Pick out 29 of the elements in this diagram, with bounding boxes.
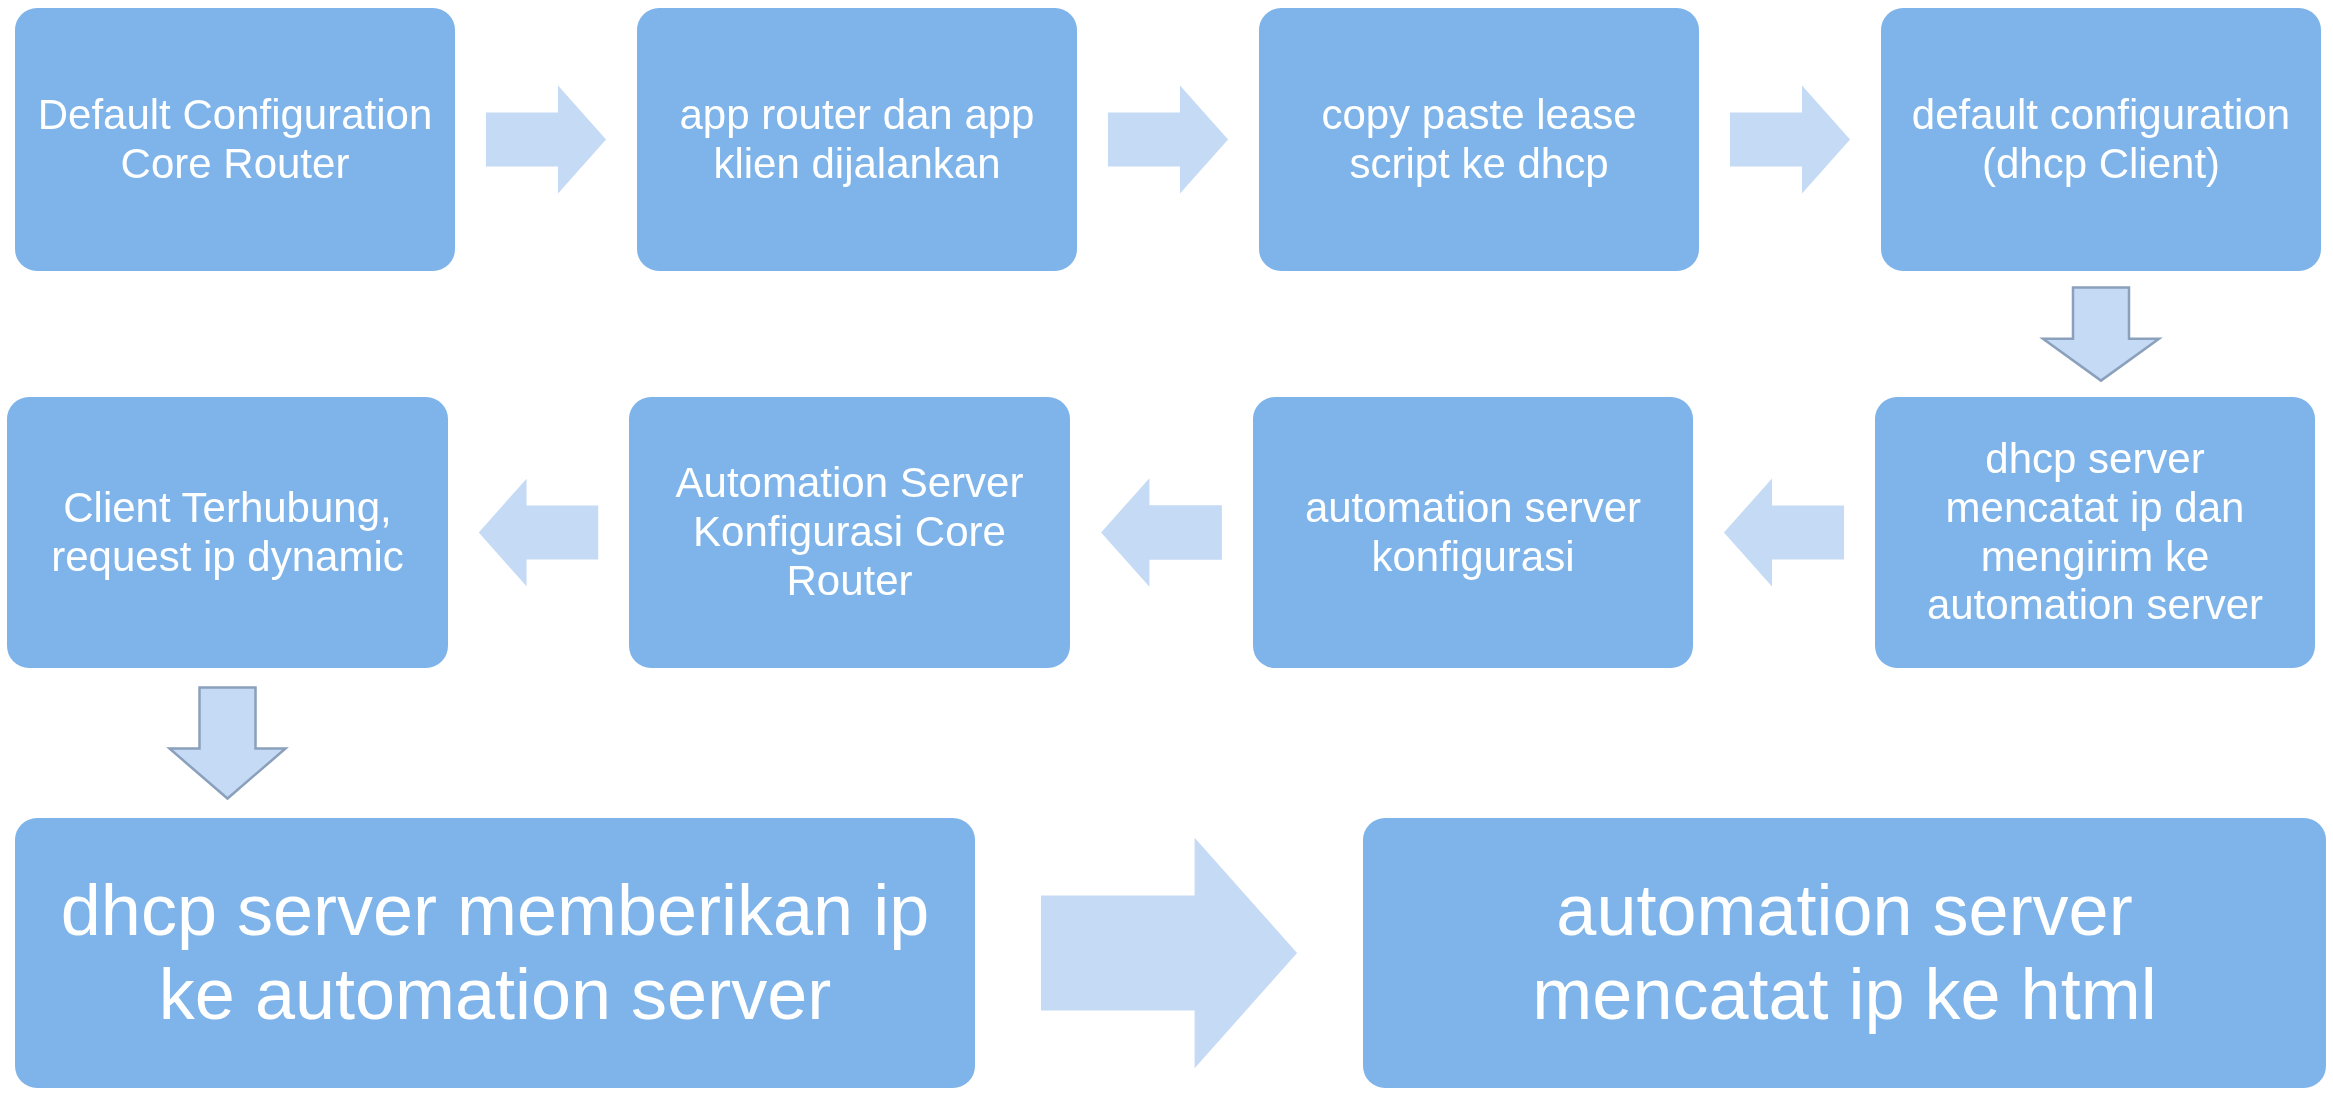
block-arrow — [2039, 286, 2163, 383]
box-text: copy paste lease script ke dhcp — [1320, 90, 1638, 189]
box-text: dhcp server memberikan ip ke automation server — [59, 869, 931, 1036]
block-arrow — [166, 686, 289, 801]
box-text: automation server konfigurasi — [1303, 483, 1643, 582]
process-box — [629, 397, 1070, 668]
box-text: Client Terhubung, request ip dynamic — [50, 483, 405, 582]
block-arrow — [478, 478, 599, 587]
process-box — [1253, 397, 1693, 668]
block-arrow — [485, 85, 607, 194]
box-text: Automation Server Konfigurasi Core Router — [674, 459, 1025, 606]
block-arrow — [1723, 478, 1845, 587]
process-box — [15, 818, 975, 1088]
process-box — [15, 8, 455, 271]
block-arrow — [1729, 85, 1851, 194]
box-text: dhcp server mencatat ip dan mengirim ke automation server — [1925, 435, 2265, 630]
box-text: default configuration (dhcp Client) — [1910, 90, 2292, 189]
block-arrow — [1107, 85, 1229, 194]
process-box — [1875, 397, 2315, 668]
process-box — [1259, 8, 1699, 271]
box-text: automation server mencatat ip ke html — [1531, 869, 2158, 1036]
process-box — [1363, 818, 2326, 1088]
block-arrow — [1040, 837, 1298, 1069]
box-text: app router dan app klien dijalankan — [678, 90, 1036, 189]
box-text: Default Configuration Core Router — [37, 90, 433, 189]
process-box — [7, 397, 448, 668]
process-box — [637, 8, 1077, 271]
process-box — [1881, 8, 2321, 271]
block-arrow — [1101, 478, 1222, 587]
